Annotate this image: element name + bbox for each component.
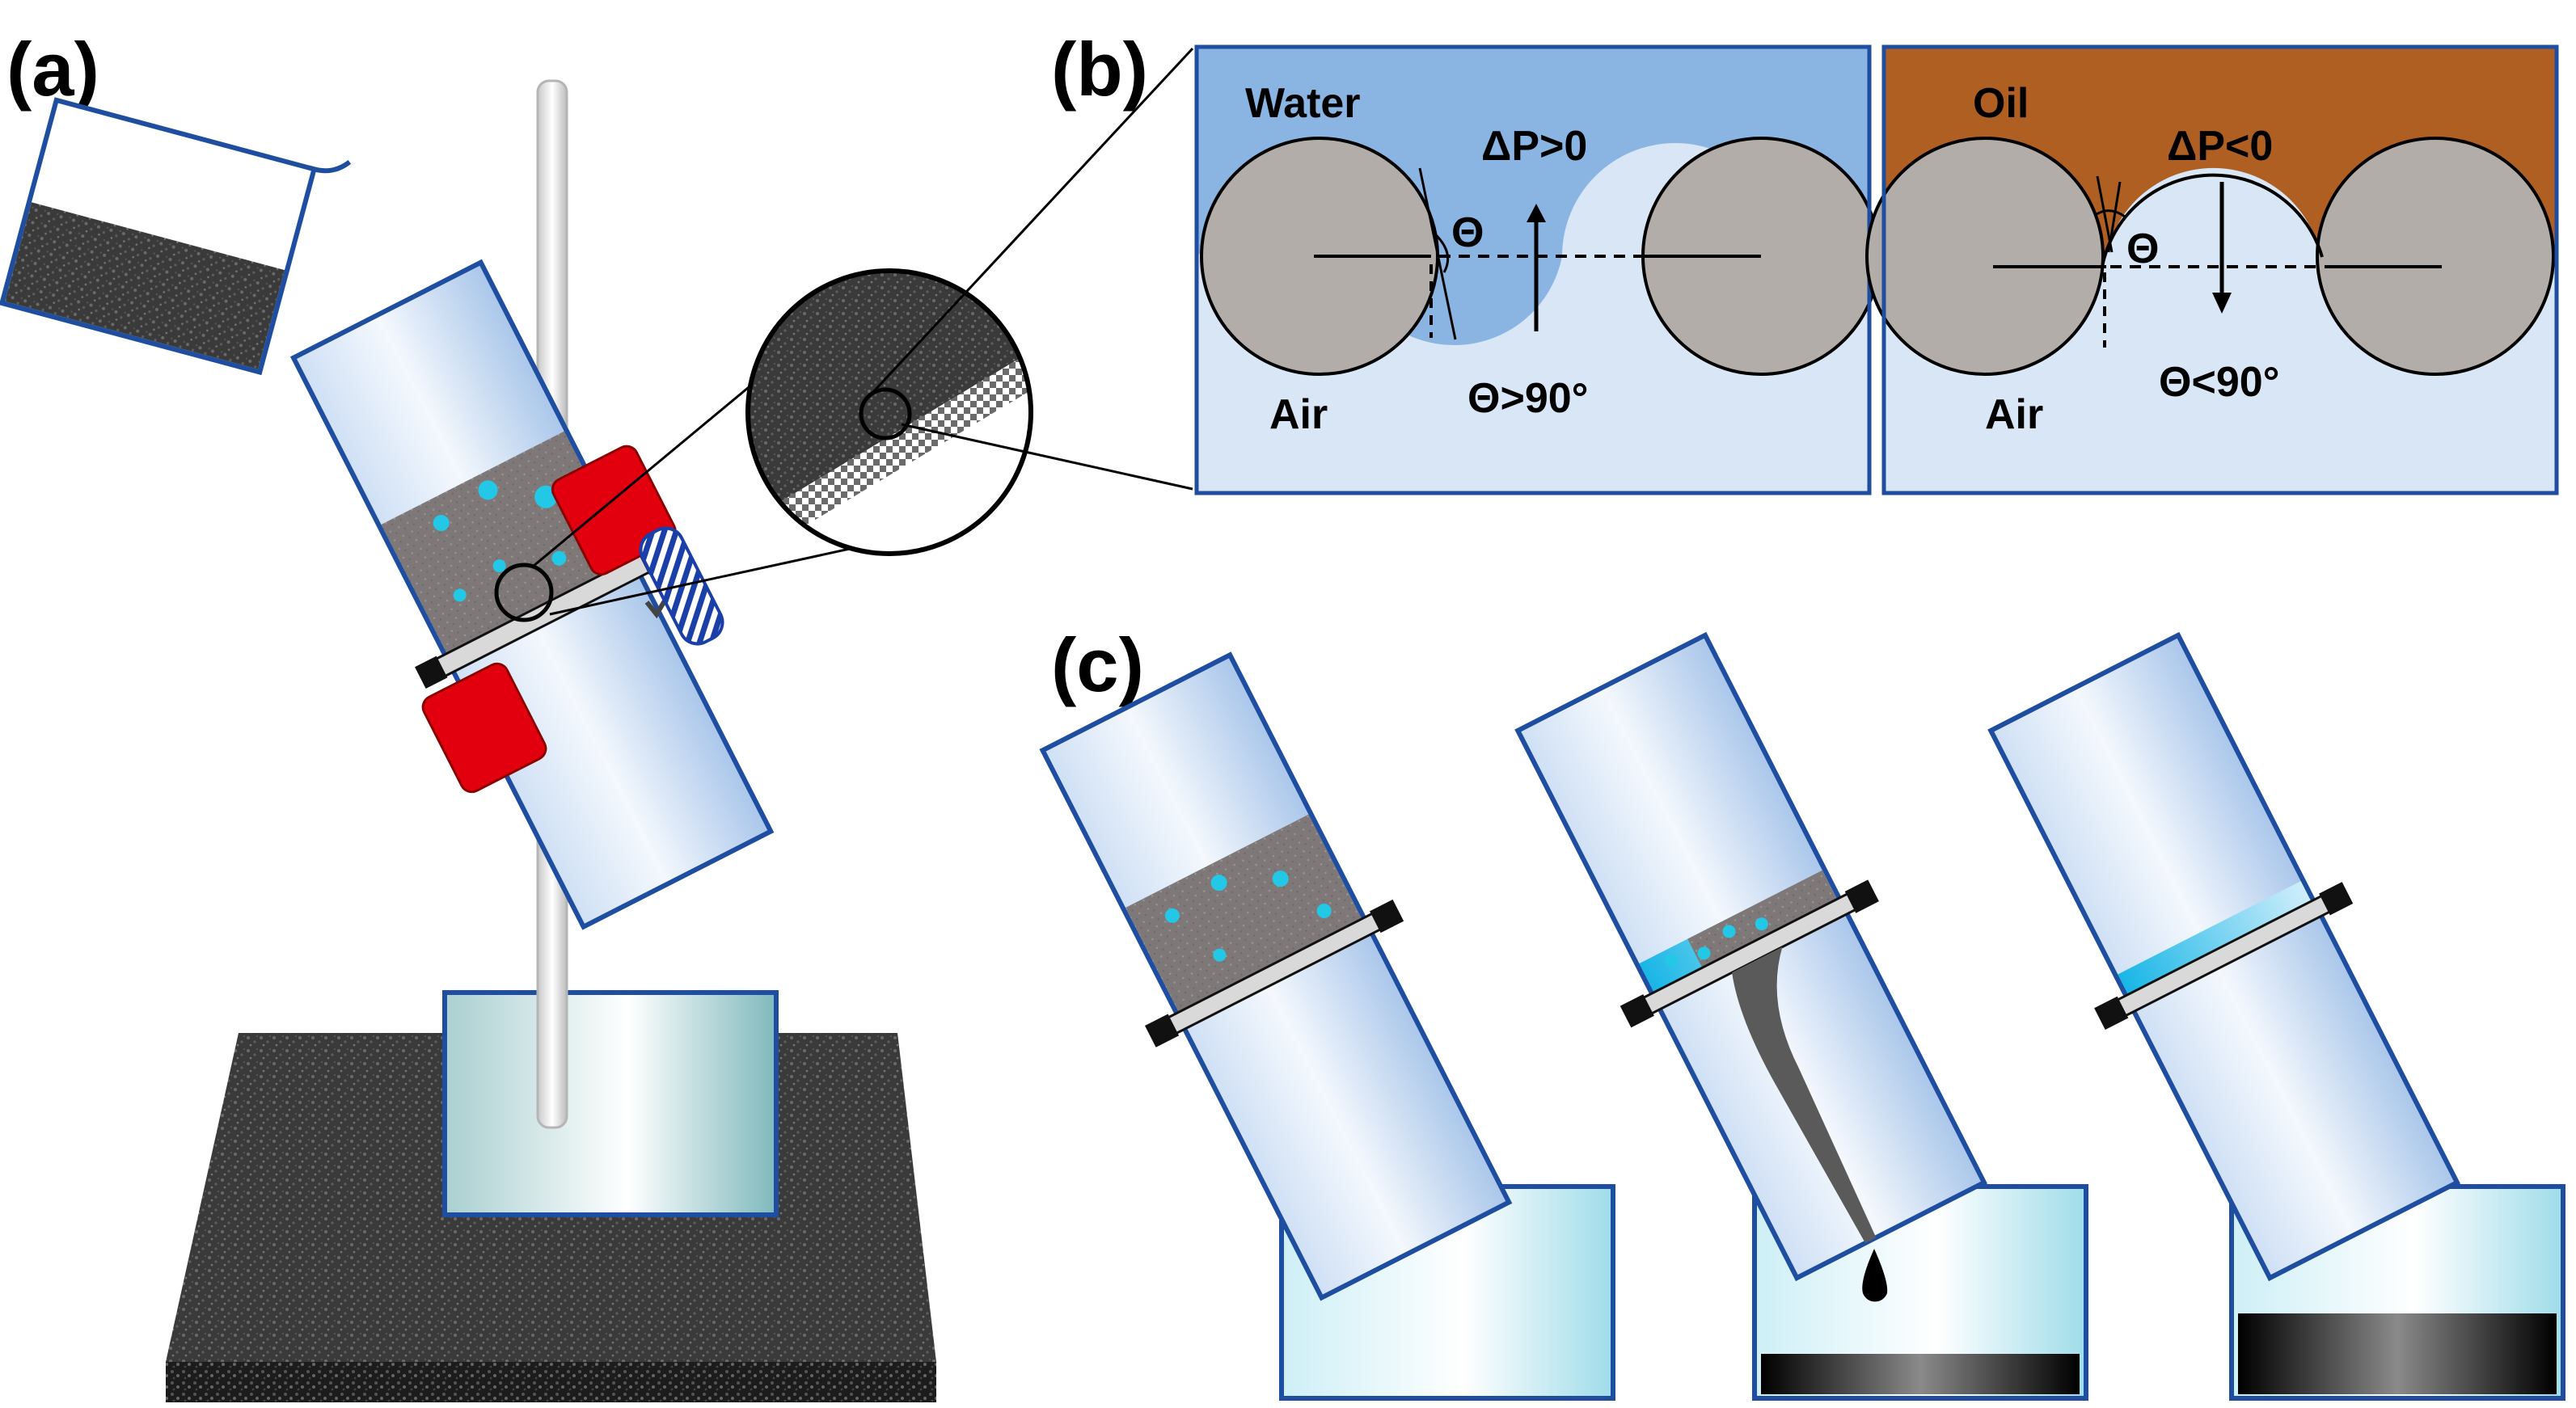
blue-droplet (551, 550, 567, 566)
oil-drop (1862, 1249, 1888, 1302)
contact-angle-condition: Θ<90° (2159, 359, 2279, 406)
collection-beaker-a (442, 990, 779, 1217)
blue-droplet (1665, 954, 1679, 967)
separation-stage-3 (1987, 631, 2565, 1401)
blue-droplet (1164, 908, 1180, 923)
magnified-view (745, 268, 1033, 556)
panel-c-label: (c) (1051, 622, 1144, 707)
zoom-line (549, 536, 902, 616)
air-label: Air (1269, 391, 1328, 438)
blue-droplet (478, 480, 498, 500)
blue-droplet (433, 515, 450, 532)
fiber-cross-section (1865, 137, 2105, 376)
collected-oil (2238, 1313, 2557, 1394)
contact-angle-symbol: Θ (2126, 226, 2159, 272)
zoom-line (533, 366, 773, 567)
zoom-line (901, 423, 1193, 491)
contact-angle-condition: Θ>90° (1467, 375, 1588, 422)
blue-droplet (1755, 917, 1768, 931)
blue-droplet (1213, 948, 1227, 962)
zoom-line (872, 47, 1194, 394)
pressure-label: ΔP>0 (1481, 123, 1587, 170)
panel-a-label: (a) (6, 27, 99, 112)
separation-stage-2 (1514, 631, 2088, 1401)
air-label: Air (1985, 391, 2043, 438)
blue-droplet (1722, 925, 1736, 938)
separation-stage-1 (1039, 651, 1615, 1401)
blue-droplet (1697, 946, 1711, 960)
oil-label: Oil (1973, 80, 2029, 127)
oil-wetting-diagram: Oil Air ΔP<0 Θ Θ<90° (1865, 44, 2559, 495)
oil-stream (1732, 946, 1877, 1243)
water-wetting-diagram: Water Air ΔP>0 Θ Θ>90° (1194, 44, 1881, 495)
red-clamp-left (421, 662, 547, 794)
pressure-label: ΔP<0 (2167, 123, 2273, 170)
blue-droplet (1272, 871, 1289, 887)
blue-droplet (492, 559, 506, 573)
zoom-marker-small (494, 563, 554, 622)
blue-droplet (453, 588, 467, 602)
filtration-tube-a (289, 259, 775, 930)
pouring-beaker (0, 97, 352, 376)
panel-b-label: (b) (1051, 27, 1148, 112)
blue-droplet (1316, 903, 1332, 918)
blue-droplet (1210, 875, 1227, 892)
contact-angle-symbol: Θ (1451, 209, 1484, 256)
collected-oil (1761, 1354, 2080, 1394)
fiber-cross-section (2316, 137, 2555, 376)
water-label: Water (1245, 80, 1361, 127)
